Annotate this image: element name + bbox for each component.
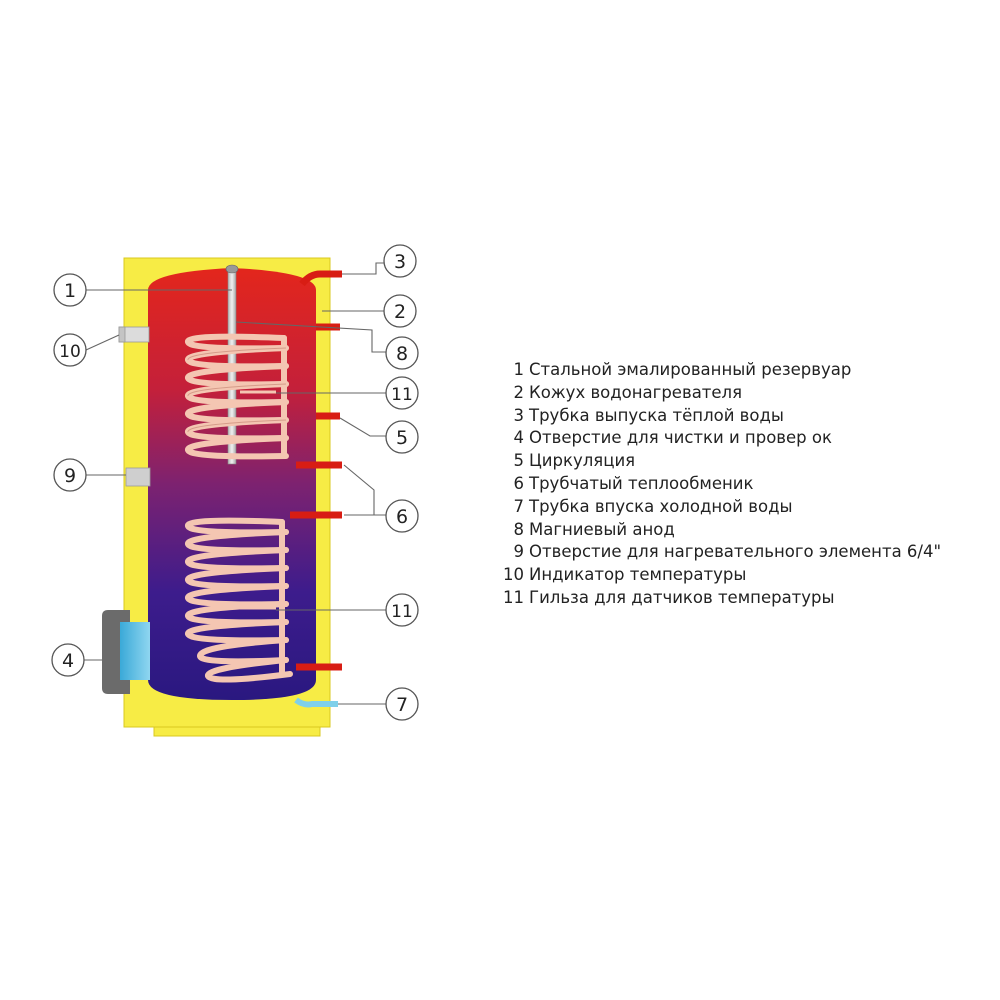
hot-water-outlet-pipe bbox=[299, 270, 342, 287]
heating-element-opening bbox=[125, 467, 151, 487]
svg-text:11: 11 bbox=[391, 385, 413, 405]
cleaning-flange-cover bbox=[120, 622, 150, 680]
cold-water-inlet-pipe bbox=[294, 697, 338, 708]
svg-text:5: 5 bbox=[396, 427, 408, 449]
legend-number: 3 bbox=[513, 405, 525, 425]
svg-text:9: 9 bbox=[64, 465, 76, 487]
callout-2: 2 bbox=[383, 294, 417, 328]
legend-number: 6 bbox=[513, 473, 525, 493]
svg-text:7: 7 bbox=[396, 694, 408, 716]
callout-10: 10 bbox=[53, 333, 87, 367]
svg-text:1: 1 bbox=[64, 280, 76, 302]
callout-11-upper: 11 bbox=[385, 376, 419, 410]
callout-3: 3 bbox=[383, 244, 417, 278]
svg-text:10: 10 bbox=[59, 342, 81, 362]
svg-text:6: 6 bbox=[396, 506, 408, 528]
svg-text:3: 3 bbox=[394, 251, 406, 273]
callout-1: 1 bbox=[53, 273, 87, 307]
legend-number: 10 bbox=[503, 565, 524, 585]
svg-text:11: 11 bbox=[391, 602, 413, 622]
legend-number: 9 bbox=[513, 542, 525, 562]
legend-text: Магниевый анод bbox=[529, 519, 675, 539]
svg-text:2: 2 bbox=[394, 301, 406, 323]
legend-text: Трубка выпуска тёплой воды bbox=[529, 405, 784, 425]
leader-lines bbox=[84, 262, 386, 705]
lower-coil bbox=[185, 517, 293, 683]
svg-text:4: 4 bbox=[62, 650, 74, 672]
legend-number: 1 bbox=[513, 360, 525, 379]
legend-text: Трубка впуска холодной воды bbox=[529, 496, 793, 516]
legend-text: Гильза для датчиков температуры bbox=[529, 587, 835, 607]
legend-text: Отверстие для нагревательного элемента 6… bbox=[529, 542, 942, 562]
legend-text: Циркуляция bbox=[529, 451, 636, 471]
callout-9: 9 bbox=[53, 458, 87, 492]
legend-number: 8 bbox=[513, 519, 525, 539]
legend-text: Трубчатый теплообменик bbox=[529, 473, 754, 493]
legend-number: 11 bbox=[503, 587, 524, 607]
legend-number: 7 bbox=[513, 496, 525, 516]
legend-text: Кожух водонагревателя bbox=[529, 382, 743, 402]
legend-number: 4 bbox=[513, 428, 525, 448]
legend-text: Индикатор температуры bbox=[529, 565, 747, 585]
legend-number: 2 bbox=[513, 382, 525, 402]
callout-4: 4 bbox=[51, 643, 85, 677]
callout-8: 8 bbox=[385, 336, 419, 370]
legend-number: 5 bbox=[513, 451, 525, 471]
anode-cap bbox=[225, 264, 239, 274]
legend-text: Отверстие для чистки и провер ок bbox=[529, 428, 832, 448]
svg-text:8: 8 bbox=[396, 343, 408, 365]
callout-7: 7 bbox=[385, 687, 419, 721]
callout-6: 6 bbox=[385, 499, 419, 533]
callout-11-lower: 11 bbox=[385, 593, 419, 627]
casing-base bbox=[153, 726, 321, 737]
callout-5: 5 bbox=[385, 420, 419, 454]
legend-text: Стальной эмалированный резервуар bbox=[529, 360, 852, 379]
